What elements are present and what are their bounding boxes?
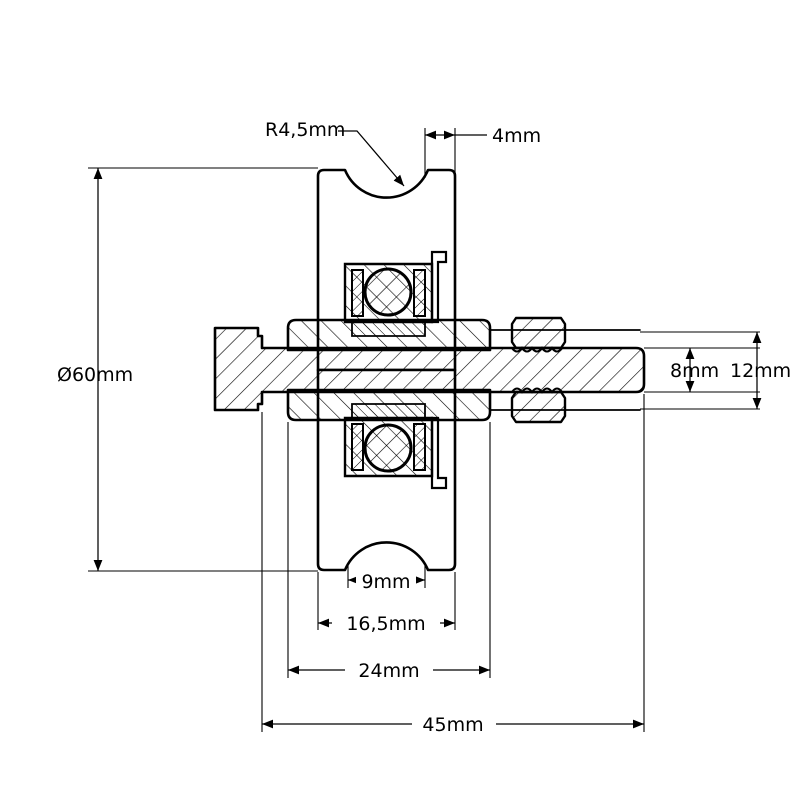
label-groove-top-width: 4mm — [492, 125, 541, 147]
projection-lines — [489, 329, 760, 411]
label-hub-width: 24mm — [358, 660, 419, 682]
label-shaft-diameter: 8mm — [670, 360, 719, 382]
label-bg-24mm — [345, 657, 433, 681]
label-bearing-width: 16,5mm — [346, 613, 425, 635]
thread-upper — [511, 346, 563, 353]
label-bg-165mm — [332, 610, 440, 634]
dimension-hub-diameter: 12mm — [730, 332, 791, 409]
label-groove-bottom-width: 9mm — [361, 571, 410, 593]
bearing-shield-lower-right — [413, 423, 426, 471]
nut-upper — [510, 316, 567, 350]
bearing-ball-lower — [363, 423, 413, 473]
bearing-shield-upper-right — [413, 269, 426, 317]
label-outer-diameter: Ø60mm — [57, 364, 133, 386]
leader-groove-radius — [338, 130, 405, 187]
dimension-hub-width: 24mm — [287, 422, 491, 682]
hub-spacer-lower — [351, 403, 426, 419]
hex-nut — [510, 316, 567, 424]
hub-sleeve — [286, 318, 492, 422]
ball-bearing-lower — [343, 416, 448, 490]
label-bg-45mm — [412, 711, 496, 735]
bearing-shield-lower-left — [351, 423, 364, 471]
dimension-groove-bottom-width: 9mm — [347, 566, 426, 593]
dimension-groove-radius: R4,5mm — [265, 119, 405, 187]
dimension-shaft-diameter: 8mm — [670, 348, 719, 392]
diameter-reference-lines — [230, 167, 318, 572]
dimension-bearing-width: 16,5mm — [317, 572, 456, 635]
thread-lower — [511, 387, 563, 394]
label-hub-diameter: 12mm — [730, 360, 791, 382]
hub-spacer-upper — [351, 321, 426, 337]
bearing-ball-upper — [363, 267, 413, 317]
dimension-overall-length: 45mm — [261, 394, 645, 736]
label-bg-9mm — [356, 568, 416, 592]
ball-bearing-upper — [343, 250, 448, 324]
bearing-shield-upper-left — [351, 269, 364, 317]
nut-lower — [510, 390, 567, 424]
dimension-groove-top-width: 4mm — [424, 125, 541, 178]
label-overall-length: 45mm — [422, 714, 483, 736]
label-groove-radius: R4,5mm — [265, 119, 345, 141]
